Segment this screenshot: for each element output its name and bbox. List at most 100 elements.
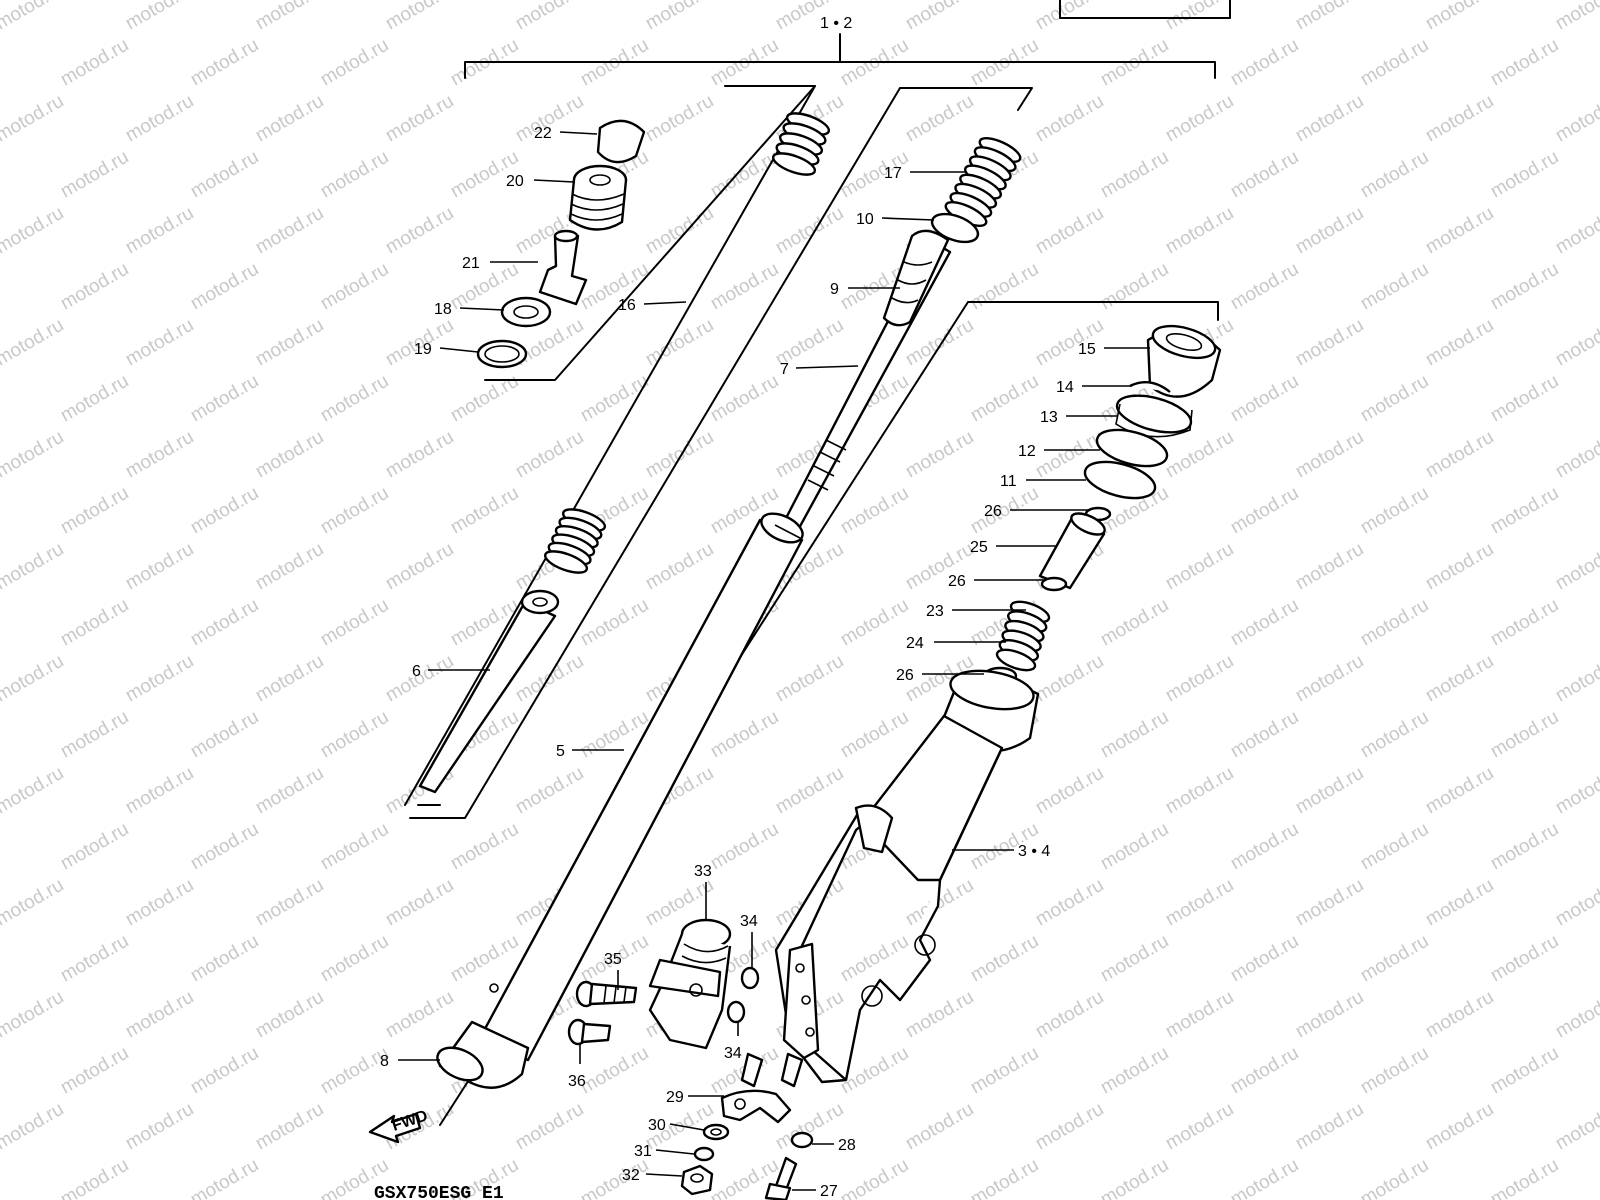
watermark-text: motod.ru [642,203,717,259]
part-13-oil-seal [1115,394,1193,438]
label-6: 6 [412,663,421,680]
part-22-cap [596,119,646,164]
watermark-text: motod.ru [837,707,912,763]
watermark-text: motod.ru [1097,259,1172,315]
watermark-text: motod.ru [1032,987,1107,1043]
label-15: 15 [1078,341,1096,358]
label-12: 12 [1018,443,1036,460]
watermark-text: motod.ru [1357,371,1432,427]
leader-lines [398,131,1150,1191]
part-11-guide-metal [1083,460,1157,500]
watermark-text: motod.ru [1032,203,1107,259]
label-19: 19 [414,341,432,358]
watermark-text: motod.ru [837,483,912,539]
watermark-text: motod.ru [1032,875,1107,931]
watermark-text: motod.ru [252,315,327,371]
part-labels: 1 • 2 22 20 21 18 19 16 17 10 9 7 6 5 8 … [380,15,1096,1200]
watermark-text: motod.ru [252,875,327,931]
watermark-text: motod.ru [1357,147,1432,203]
label-1-2: 1 • 2 [820,15,852,32]
watermark-text: motod.ru [1162,651,1237,707]
watermark-text: motod.ru [1227,1155,1302,1200]
watermark-text: motod.ru [447,483,522,539]
assembly-bracket [464,33,1216,79]
watermark-text: motod.ru [252,987,327,1043]
watermark-text: motod.ru [1487,595,1562,651]
watermark-text: motod.ru [577,1043,652,1099]
watermark-text: motod.ru [1357,931,1432,987]
watermark-text: motod.ru [1292,651,1367,707]
part-16-spacer-spring-top [771,112,831,176]
watermark-text: motod.ru [1487,931,1562,987]
watermark-text: motod.ru [902,987,977,1043]
watermark-text: motod.ru [1162,539,1237,595]
watermark-text: motod.ru [0,595,2,651]
watermark-text: motod.ru [1227,371,1302,427]
watermark-text: motod.ru [1422,315,1497,371]
watermark-text: motod.ru [122,427,197,483]
watermark-text: motod.ru [1032,91,1107,147]
watermark-text: motod.ru [512,0,587,34]
watermark-text: motod.ru [1422,651,1497,707]
watermark-text: motod.ru [1097,147,1172,203]
label-16: 16 [618,297,636,314]
watermark-text: motod.ru [837,1155,912,1200]
watermark-text: motod.ru [0,875,67,931]
label-23: 23 [926,603,944,620]
watermark-text: motod.ru [252,1099,327,1155]
watermark-text: motod.ru [1422,539,1497,595]
watermark-text: motod.ru [0,651,67,707]
watermark-text: motod.ru [1032,1099,1107,1155]
watermark-text: motod.ru [1097,819,1172,875]
watermark-text: motod.ru [1552,315,1600,371]
watermark-text: motod.ru [1162,763,1237,819]
part-23-24-anti-dive-spring [995,600,1051,672]
watermark-text: motod.ru [0,371,2,427]
watermark-text: motod.ru [1552,1099,1600,1155]
watermark-text: motod.ru [1422,763,1497,819]
label-34-upper: 34 [740,913,758,930]
watermark-text: motod.ru [187,1043,262,1099]
watermark-text: motod.ru [0,315,67,371]
watermark-text: motod.ru [187,707,262,763]
watermark-text: motod.ru [1032,651,1107,707]
watermark-text: motod.ru [1552,91,1600,147]
part-32-nut [680,1164,714,1196]
watermark-text: motod.ru [0,427,67,483]
watermark-text: motod.ru [1292,427,1367,483]
watermark-text: motod.ru [1357,707,1432,763]
watermark-text: motod.ru [382,203,457,259]
watermark-text: motod.ru [252,427,327,483]
label-24: 24 [906,635,924,652]
watermark-text: motod.ru [1227,35,1302,91]
part-36-bolt [567,1018,612,1046]
watermark-text: motod.ru [317,483,392,539]
watermark-text: motod.ru [57,707,132,763]
part-27-bolt [764,1156,798,1200]
part-34-o-ring-upper [740,966,760,990]
watermark-text: motod.ru [122,539,197,595]
part-3-4-outer-tube [740,669,1040,1088]
watermark-text: motod.ru [0,1099,67,1155]
part-20-cap-bolt [568,164,628,231]
watermark-text: motod.ru [317,819,392,875]
watermark-text: motod.ru [1552,203,1600,259]
watermark-text: motod.ru [252,0,327,34]
watermark-text: motod.ru [1422,91,1497,147]
label-26-lower: 26 [896,667,914,684]
watermark-text: motod.ru [1357,259,1432,315]
watermark-text: motod.ru [1227,259,1302,315]
watermark-text: motod.ru [122,203,197,259]
label-8: 8 [380,1053,389,1070]
watermark-text: motod.ru [1357,1043,1432,1099]
part-21-adjuster [538,229,588,306]
watermark-text: motod.ru [0,1043,2,1099]
watermark-text: motod.ru [317,35,392,91]
watermark-text: motod.ru [0,987,67,1043]
watermark-text: motod.ru [512,427,587,483]
watermark-text: motod.ru [1487,147,1562,203]
part-14-stopper-ring [1129,380,1171,393]
watermark-text: motod.ru [1422,987,1497,1043]
watermark-text: motod.ru [902,539,977,595]
watermark-text: motod.ru [967,371,1042,427]
